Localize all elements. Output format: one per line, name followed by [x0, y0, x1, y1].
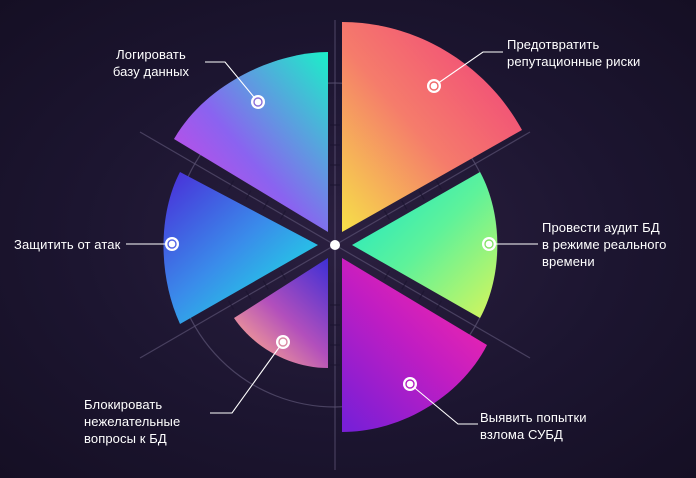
- tick-mark: [245, 290, 252, 300]
- tick-mark: [262, 200, 269, 210]
- tick-mark: [227, 300, 235, 310]
- label-realtime-audit: Провести аудит БД в режиме реального вре…: [542, 220, 667, 269]
- connector-hack: [409, 383, 478, 425]
- marker-log-icon: [251, 95, 265, 109]
- segment-block-queries: [234, 258, 328, 368]
- tick-mark: [227, 180, 235, 190]
- label-prevent-reputation-risks: Предотвратить репутационные риски: [507, 37, 641, 69]
- label-log-database: Логировать базу данных: [112, 47, 190, 79]
- label-detect-hacking: Выявить попытки взлома СУБД: [480, 410, 587, 442]
- segment-protect-attacks: [163, 172, 318, 324]
- markers: [165, 79, 496, 391]
- label-block-queries: Блокировать нежелательные вопросы к БД: [84, 397, 181, 446]
- tick-mark: [383, 210, 391, 220]
- marker-audit-icon: [482, 237, 496, 251]
- connectors: [126, 51, 538, 425]
- marker-block-icon: [276, 335, 290, 349]
- tick-mark: [279, 270, 287, 280]
- segments: [163, 22, 522, 432]
- segment-prevent-reputation-risks: [342, 22, 522, 232]
- segment-log-database: [174, 52, 328, 232]
- connector-block: [210, 341, 284, 414]
- tick-mark: [435, 180, 443, 190]
- marker-hack-icon: [403, 377, 417, 391]
- tick-marks: [227, 124, 443, 366]
- center-dot: [330, 240, 340, 250]
- tick-mark: [401, 280, 408, 290]
- marker-protect-icon: [165, 237, 179, 251]
- tick-mark: [435, 300, 443, 310]
- marker-reputation-icon: [427, 79, 441, 93]
- tick-mark: [262, 280, 269, 290]
- tick-mark: [418, 290, 425, 300]
- tick-mark: [418, 190, 425, 200]
- tick-mark: [401, 200, 408, 210]
- connector-log: [205, 61, 259, 103]
- tick-mark: [245, 190, 252, 200]
- segment-detect-hacking: [342, 258, 487, 432]
- tick-mark: [279, 210, 287, 220]
- segment-realtime-audit: [352, 172, 498, 318]
- tick-mark: [383, 270, 391, 280]
- connector-reputation: [433, 51, 503, 87]
- label-protect-attacks: Защитить от атак: [14, 237, 121, 252]
